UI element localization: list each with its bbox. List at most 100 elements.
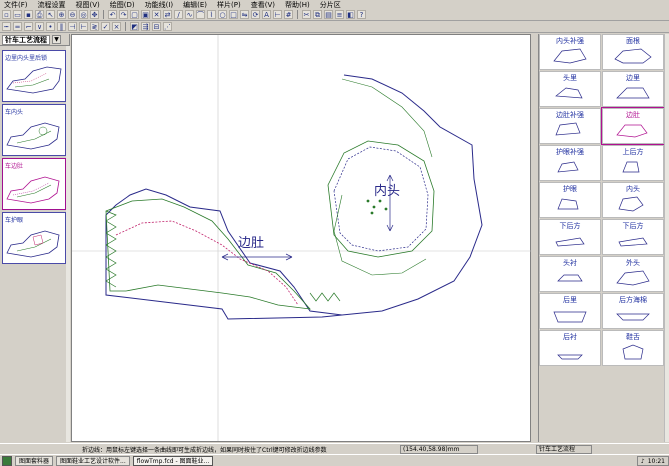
pointer-icon[interactable]: ↖ [46, 10, 55, 19]
polyline-icon[interactable]: ⌇ [207, 10, 216, 19]
menu-flow-settings[interactable]: 流程设置 [37, 0, 66, 9]
stitch-icon[interactable]: ┅ [2, 22, 11, 31]
piece-cell[interactable]: 上后方 [602, 145, 664, 181]
flow-step-list: 边里内头里后锁 车内头 车边肚 车护眼 [2, 50, 66, 264]
measure-icon[interactable]: ⊢ [273, 10, 282, 19]
menu-pattern[interactable]: 样片(P) [217, 0, 241, 9]
taskbar-app[interactable]: 图面鞋业工艺设计软件... [56, 455, 130, 466]
arc-icon[interactable]: ⌒ [196, 10, 205, 19]
cross-icon[interactable]: × [112, 22, 121, 31]
menu-inspect[interactable]: 查看(V) [250, 0, 275, 9]
piece-cell[interactable]: 护眼 [539, 182, 601, 218]
piece-cell-selected[interactable]: 边肚 [601, 107, 665, 145]
piece-cell[interactable]: 护眼补强 [539, 145, 601, 181]
fold-icon[interactable]: ⌐ [24, 22, 33, 31]
properties-icon[interactable]: ≡ [335, 10, 344, 19]
flow-panel-scrollbar[interactable] [66, 46, 70, 442]
flow-step-item[interactable]: 边里内头里后锁 [2, 50, 66, 102]
status-panel-name: 针车工艺流程 [536, 444, 592, 454]
pan-icon[interactable]: ✥ [90, 10, 99, 19]
piece-cell[interactable]: 鞋舌 [602, 330, 664, 366]
print-icon[interactable]: ⎙ [35, 10, 44, 19]
menu-function-line[interactable]: 功能线(I) [144, 0, 174, 9]
piece-cell[interactable]: 后方海棉 [602, 293, 664, 329]
piece-cell[interactable]: 后衬 [539, 330, 601, 366]
text-icon[interactable]: A [262, 10, 271, 19]
piece-cell[interactable]: 后里 [539, 293, 601, 329]
grade-icon[interactable]: ⋰ [163, 22, 172, 31]
paste-icon[interactable]: ▤ [324, 10, 333, 19]
seam-icon[interactable]: ═ [13, 22, 22, 31]
speaker-icon[interactable]: ♪ [640, 457, 645, 465]
new-file-icon[interactable]: ▫ [2, 10, 11, 19]
align-icon[interactable]: ⊟ [152, 22, 161, 31]
grid-icon[interactable]: # [284, 10, 293, 19]
menu-draw[interactable]: 绘图(D) [109, 0, 135, 9]
zoom-fit-icon[interactable]: ◎ [79, 10, 88, 19]
menu-piece-area[interactable]: 分片区 [319, 0, 341, 9]
help-icon[interactable]: ? [357, 10, 366, 19]
chevron-down-icon[interactable]: ▼ [52, 35, 61, 44]
rect-icon[interactable]: □ [229, 10, 238, 19]
taskbar-app[interactable]: 图面套料器 [15, 455, 54, 466]
piece-thumbnail-icon [618, 237, 648, 247]
group-icon[interactable]: ▣ [141, 10, 150, 19]
piece-grid: 内头补强 面根 头里 边里 边肚补强 边肚 护眼补强 上后方 护眼 内头 下后方… [539, 34, 665, 366]
menu-file[interactable]: 文件(F) [4, 0, 28, 9]
cut-icon[interactable]: ✂ [302, 10, 311, 19]
piece-cell[interactable]: 下后方 [602, 219, 664, 255]
undo-icon[interactable]: ↶ [108, 10, 117, 19]
layer-icon[interactable]: ◧ [346, 10, 355, 19]
offset-icon[interactable]: ‖ [57, 22, 66, 31]
piece-label-biandu: 边肚 [238, 236, 264, 251]
piece-cell[interactable]: 头衬 [539, 256, 601, 292]
copy-icon[interactable]: ⧉ [313, 10, 322, 19]
extend-icon[interactable]: ⊢ [79, 22, 88, 31]
piece-cell[interactable]: 下后方 [539, 219, 601, 255]
open-folder-icon[interactable]: ▭ [13, 10, 22, 19]
start-button-icon[interactable] [2, 455, 12, 466]
zoom-in-icon[interactable]: ⊕ [57, 10, 66, 19]
status-message: 折边线：用鼠标左键选择一条曲线即可生成折边线，如果同时按住了Ctrl键可修改折边… [82, 446, 327, 454]
save-icon[interactable]: ▪ [24, 10, 33, 19]
curve-icon[interactable]: ∿ [185, 10, 194, 19]
piece-cell[interactable]: 边里 [602, 71, 664, 107]
piece-cell[interactable]: 面根 [602, 34, 664, 70]
mirror-icon[interactable]: ⇋ [240, 10, 249, 19]
arrowheads [386, 174, 394, 232]
select-icon[interactable]: ▢ [130, 10, 139, 19]
move-icon[interactable]: ⇄ [163, 10, 172, 19]
piece-cell[interactable]: 边肚补强 [539, 108, 601, 144]
delete-icon[interactable]: ✕ [152, 10, 161, 19]
piece-panel-scrollbar[interactable] [664, 34, 669, 442]
shoe-pattern-drawing[interactable]: 边肚 内头 [72, 35, 532, 441]
redo-icon[interactable]: ↷ [119, 10, 128, 19]
menu-edit[interactable]: 编辑(E) [183, 0, 208, 9]
piece-icon[interactable]: ◩ [130, 22, 139, 31]
flow-step-item[interactable]: 车护眼 [2, 212, 66, 264]
taskbar-app-active[interactable]: flowTmp.fcd - 图面鞋业... [132, 455, 214, 466]
notch-icon[interactable]: ∨ [35, 22, 44, 31]
piece-cell[interactable]: 内头补强 [539, 34, 601, 70]
menu-view[interactable]: 视图(V) [75, 0, 100, 9]
piece-cell[interactable]: 外头 [602, 256, 664, 292]
zoom-out-icon[interactable]: ⊖ [68, 10, 77, 19]
flow-step-item-selected[interactable]: 车边肚 [2, 158, 66, 210]
trim-icon[interactable]: ⊣ [68, 22, 77, 31]
hole-icon[interactable]: • [46, 22, 55, 31]
piece-cell[interactable]: 内头 [602, 182, 664, 218]
piece-label: 护眼补强 [556, 148, 584, 156]
flow-icon[interactable]: ⇶ [141, 22, 150, 31]
line-icon[interactable]: / [174, 10, 183, 19]
stitch-line [115, 220, 299, 306]
flow-step-item[interactable]: 车内头 [2, 104, 66, 156]
drawing-canvas[interactable]: 边肚 内头 [71, 34, 532, 442]
flow-panel-title[interactable]: 针车工艺流程 [2, 34, 50, 45]
piece-label: 边里 [626, 74, 640, 82]
menu-help[interactable]: 帮助(H) [285, 0, 310, 9]
rotate-icon[interactable]: ⟳ [251, 10, 260, 19]
mark-icon[interactable]: ✓ [101, 22, 110, 31]
circle-icon[interactable]: ○ [218, 10, 227, 19]
zigzag-icon[interactable]: ≷ [90, 22, 99, 31]
piece-cell[interactable]: 头里 [539, 71, 601, 107]
